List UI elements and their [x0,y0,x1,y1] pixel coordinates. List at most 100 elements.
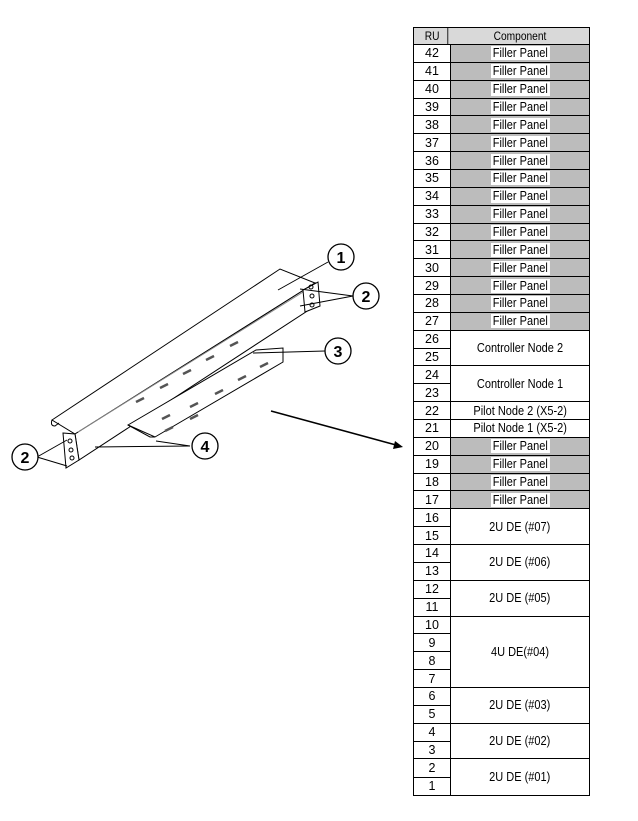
ru-cell-group: 31 [414,241,451,259]
ru-number: 6 [414,688,450,706]
ru-number: 10 [414,617,450,635]
table-row: 19 Filler Panel [414,455,589,474]
component-label: Filler Panel [490,278,550,293]
component-label: Filler Panel [490,296,550,311]
ru-number: 24 [414,366,450,385]
filler-panel-cell: Filler Panel [451,312,589,330]
ru-cell-group: 34 [414,187,451,205]
table-row: 18 Filler Panel [414,473,589,492]
table-row: 31 Filler Panel [414,241,589,260]
ru-cell-group: 30 [414,259,451,277]
component-label: Filler Panel [490,242,550,257]
ru-number: 37 [425,135,439,150]
filler-panel-cell: Filler Panel [451,116,589,134]
arrow-head [393,441,403,449]
component-label: Filler Panel [490,117,550,132]
component-label: Filler Panel [490,189,550,204]
ru-number: 35 [425,171,439,186]
ru-cell-group: 40 [414,80,451,98]
ru-cell-group: 28 [414,295,451,312]
component-label: 4U DE(#04) [490,644,550,659]
ru-cell-group: 20 [414,437,451,455]
component-cell: Controller Node 2 [451,331,589,366]
ru-number: 29 [425,278,439,293]
ru-number: 3 [428,742,436,757]
table-row: 41 Filler Panel [414,62,589,81]
component-label: Filler Panel [490,260,550,275]
component-label: 2U DE (#06) [489,555,551,570]
ru-cell-group: 22 [414,402,451,420]
ru-number: 38 [425,117,439,132]
component-cell: 2U DE (#07) [451,509,589,544]
component-cell: 2U DE (#06) [451,545,589,580]
component-label: 2U DE (#05) [489,591,551,606]
callout-3: 3 [334,344,343,361]
component-label: Filler Panel [490,207,550,222]
component-label: Controller Node 2 [476,341,564,356]
ru-number: 42 [425,46,439,61]
ru-number: 12 [414,581,450,599]
component-label: Filler Panel [490,475,550,490]
component-cell: 2U DE (#02) [451,724,589,759]
ru-cell-group: 39 [414,98,451,116]
ru-number: 26 [414,331,450,349]
filler-panel-cell: Filler Panel [451,134,589,152]
ru-number: 1 [428,779,436,794]
ru-number: 36 [425,153,439,168]
ru-number: 11 [425,600,439,615]
filler-panel-cell: Filler Panel [451,437,589,455]
ru-number: 2 [414,759,450,778]
rail-shelf [126,347,284,438]
ru-cell-group: 33 [414,205,451,223]
component-label: Filler Panel [490,457,550,472]
table-row: 29 Filler Panel [414,277,589,296]
ru-number: 33 [425,207,439,222]
ru-number: 19 [425,457,439,472]
component-label: Filler Panel [490,225,550,240]
component-cell: 4U DE(#04) [451,617,589,687]
ru-number: 41 [425,64,439,79]
ru-cell-group: 37 [414,134,451,152]
ru-number: 8 [414,652,450,671]
filler-panel-cell: Filler Panel [451,491,589,509]
header-ru: RU [417,28,449,44]
ru-number: 18 [425,475,439,490]
pointer-arrow [270,410,397,446]
ru-number: 15 [425,528,439,543]
filler-panel-cell: Filler Panel [451,241,589,259]
table-row: 35 Filler Panel [414,170,589,188]
ru-cell-group: 17 [414,491,451,509]
filler-panel-cell: Filler Panel [451,170,589,187]
component-label: Filler Panel [490,492,550,507]
ru-number: 13 [425,564,439,579]
component-label: Filler Panel [490,64,550,79]
ru-number: 39 [425,100,439,114]
filler-panel-cell: Filler Panel [451,152,589,170]
filler-panel-cell: Filler Panel [451,62,589,80]
filler-panel-cell: Filler Panel [451,473,589,491]
component-cell: 2U DE (#03) [451,688,589,723]
filler-panel-cell: Filler Panel [451,187,589,205]
ru-cell-group: 21 [414,420,451,437]
filler-panel-cell: Filler Panel [451,223,589,241]
ru-cell-group: 32 [414,223,451,241]
ru-number: 22 [425,403,439,418]
ru-number: 7 [428,671,436,686]
ru-number: 34 [425,189,439,204]
filler-panel-cell: Filler Panel [451,80,589,98]
ru-cell-group: 35 [414,170,451,187]
